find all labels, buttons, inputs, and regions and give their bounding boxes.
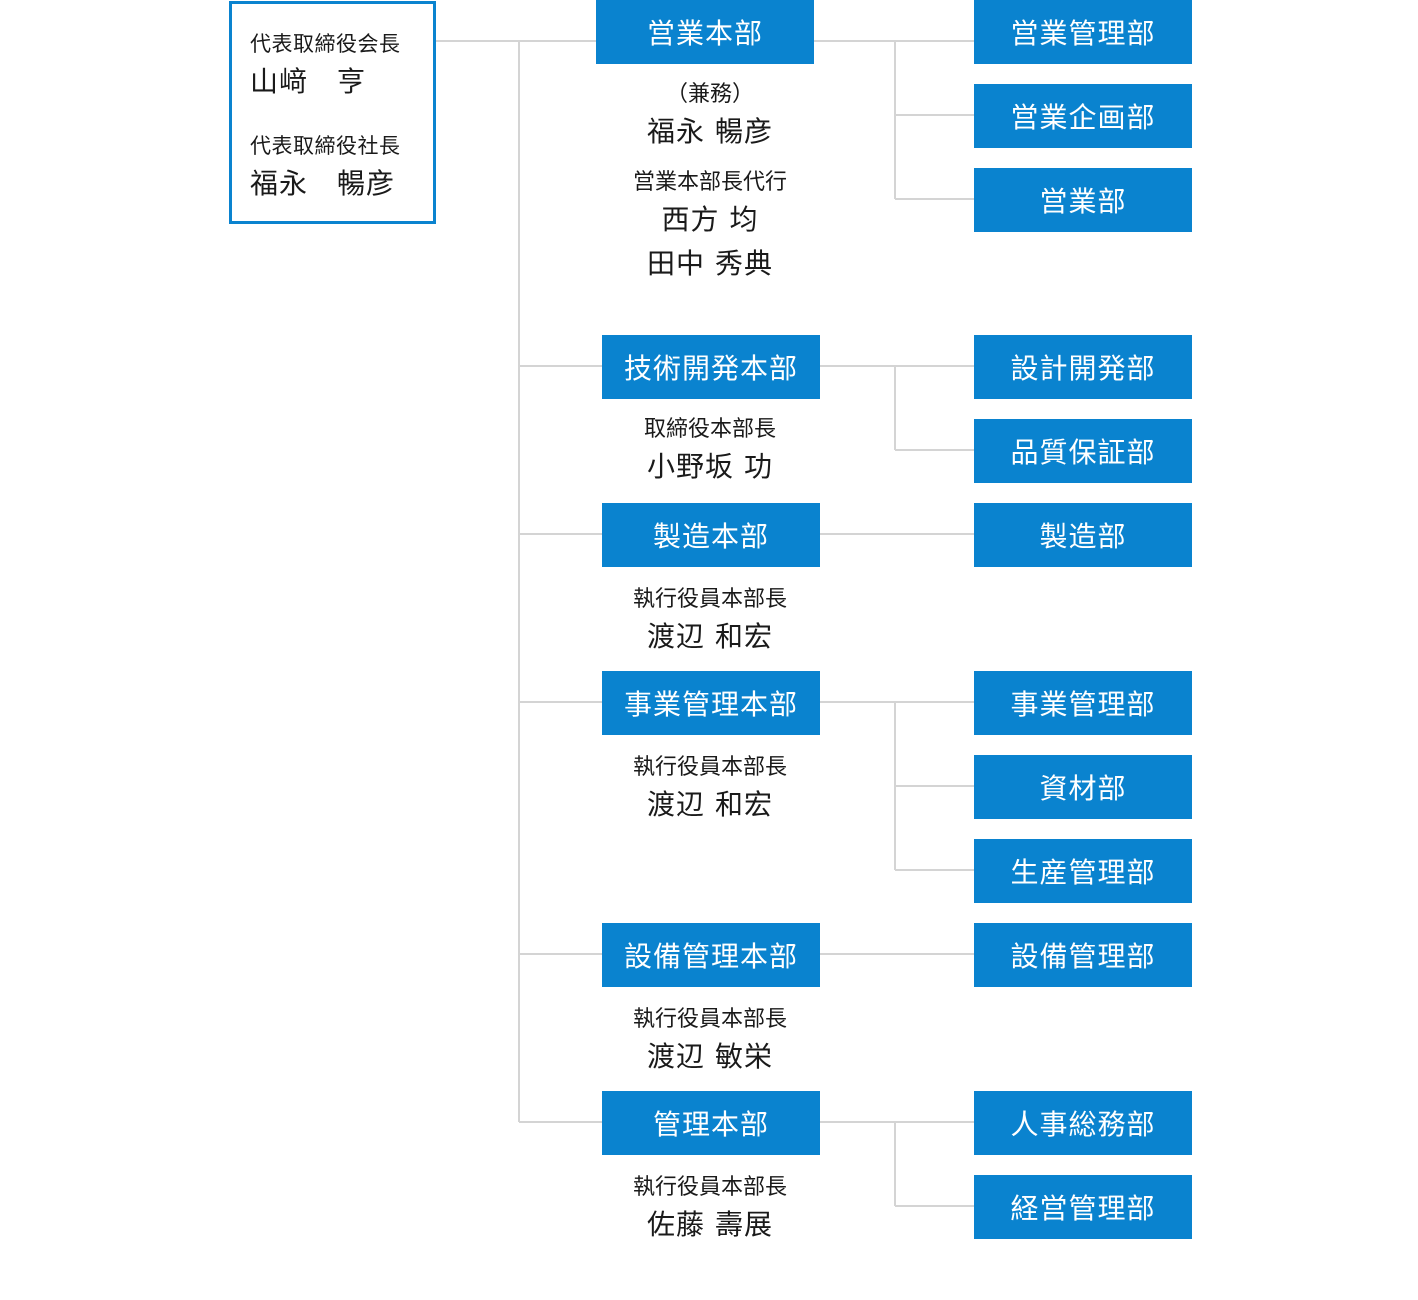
dept-hr-general-affairs: 人事総務部 (974, 1091, 1192, 1155)
manager-name: 西方 均 (661, 203, 759, 236)
manager-title: 取締役本部長 (643, 417, 776, 442)
dept-sales-planning: 営業企画部 (974, 84, 1192, 148)
manager-title: 執行役員本部長 (632, 587, 787, 612)
manager-name: 田中 秀典 (647, 247, 773, 280)
president-name: 福永 暢彦 (250, 167, 396, 200)
dept-business-mgmt: 事業管理部 (974, 671, 1192, 735)
manager-name: 佐藤 壽展 (647, 1208, 773, 1241)
manager-name: 福永 暢彦 (647, 115, 773, 148)
division-administration: 管理本部 (602, 1091, 820, 1155)
manager-name: 渡辺 和宏 (647, 788, 773, 821)
manager-title: 営業本部長代行 (632, 170, 787, 195)
division-sales-managers: （兼務） 福永 暢彦 営業本部長代行 西方 均 田中 秀典 (600, 74, 820, 284)
division-facility-mgmt: 設備管理本部 (602, 923, 820, 987)
manager-name: 小野坂 功 (647, 450, 773, 483)
dept-sales-management: 営業管理部 (974, 0, 1192, 64)
dept-sales: 営業部 (974, 168, 1192, 232)
chairman-name: 山﨑 亨 (250, 65, 367, 98)
division-facility-mgmt-manager: 執行役員本部長 渡辺 敏栄 (600, 999, 820, 1079)
dept-facility-mgmt: 設備管理部 (974, 923, 1192, 987)
dept-production-mgmt: 生産管理部 (974, 839, 1192, 903)
chairman-title: 代表取締役会長 (250, 32, 401, 56)
division-administration-manager: 執行役員本部長 佐藤 壽展 (600, 1167, 820, 1247)
division-manufacturing: 製造本部 (602, 503, 820, 567)
division-business-mgmt-manager: 執行役員本部長 渡辺 和宏 (600, 747, 820, 827)
manager-title: （兼務） (665, 82, 754, 107)
manager-title: 執行役員本部長 (632, 755, 787, 780)
manager-title: 執行役員本部長 (632, 1175, 787, 1200)
manager-title: 執行役員本部長 (632, 1007, 787, 1032)
dept-manufacturing: 製造部 (974, 503, 1192, 567)
division-sales: 営業本部 (596, 0, 814, 64)
division-tech-dev-manager: 取締役本部長 小野坂 功 (600, 409, 820, 489)
dept-design-dev: 設計開発部 (974, 335, 1192, 399)
manager-name: 渡辺 敏栄 (647, 1040, 773, 1073)
dept-materials: 資材部 (974, 755, 1192, 819)
manager-name: 渡辺 和宏 (647, 620, 773, 653)
president-title: 代表取締役社長 (250, 134, 401, 158)
division-manufacturing-manager: 執行役員本部長 渡辺 和宏 (600, 579, 820, 659)
executive-box: 代表取締役会長 山﨑 亨 代表取締役社長 福永 暢彦 (229, 1, 436, 224)
dept-corporate-mgmt: 経営管理部 (974, 1175, 1192, 1239)
division-business-mgmt: 事業管理本部 (602, 671, 820, 735)
dept-quality-assurance: 品質保証部 (974, 419, 1192, 483)
division-tech-dev: 技術開発本部 (602, 335, 820, 399)
